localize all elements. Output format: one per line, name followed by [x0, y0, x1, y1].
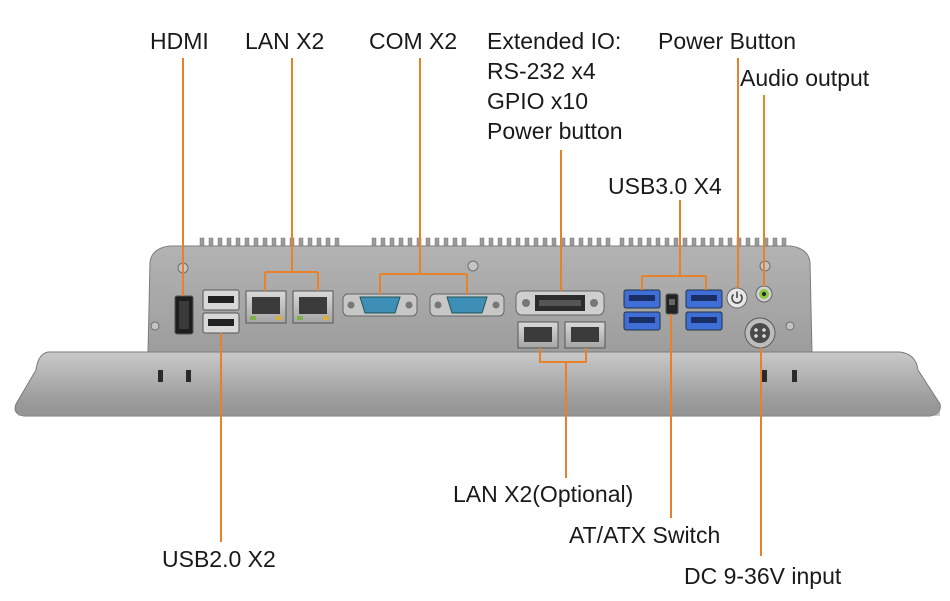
com-ports	[342, 293, 505, 317]
label-hdmi: HDMI	[150, 28, 209, 54]
power-button	[726, 287, 748, 309]
label-dc-input: DC 9-36V input	[684, 563, 842, 589]
lan-top-ports	[245, 290, 334, 324]
label-extended-io-rs232: RS-232 x4	[487, 58, 596, 84]
dc-input-connector	[744, 317, 776, 349]
label-extended-io-gpio: GPIO x10	[487, 88, 588, 114]
hdmi-port	[174, 295, 194, 335]
label-lan-top: LAN X2	[245, 28, 325, 54]
callout-lan-optional	[539, 348, 587, 478]
bezel-edge	[18, 404, 940, 416]
usb2-ports	[202, 289, 240, 334]
audio-output-jack	[755, 285, 773, 303]
power-icon	[731, 291, 743, 304]
label-usb3: USB3.0 X4	[608, 173, 722, 199]
label-lan-optional: LAN X2(Optional)	[453, 481, 634, 507]
callout-com	[379, 58, 468, 294]
callout-lines	[182, 58, 765, 556]
lan-optional-ports	[517, 321, 606, 349]
label-audio-output: Audio output	[740, 65, 870, 91]
callout-lan-top	[264, 58, 319, 291]
label-power-button: Power Button	[658, 28, 797, 54]
label-com: COM X2	[369, 28, 458, 54]
usb3-ports	[623, 289, 723, 331]
at-atx-switch	[665, 293, 679, 315]
label-extended-io-title: Extended IO:	[487, 28, 622, 54]
label-usb2: USB2.0 X2	[162, 546, 276, 572]
bezel-clips	[158, 370, 797, 382]
label-extended-io-power: Power button	[487, 118, 623, 144]
label-at-atx-switch: AT/ATX Switch	[569, 522, 721, 548]
heatsink-fins	[199, 237, 787, 251]
extended-io-connector	[515, 290, 605, 316]
callout-usb3	[641, 200, 707, 290]
